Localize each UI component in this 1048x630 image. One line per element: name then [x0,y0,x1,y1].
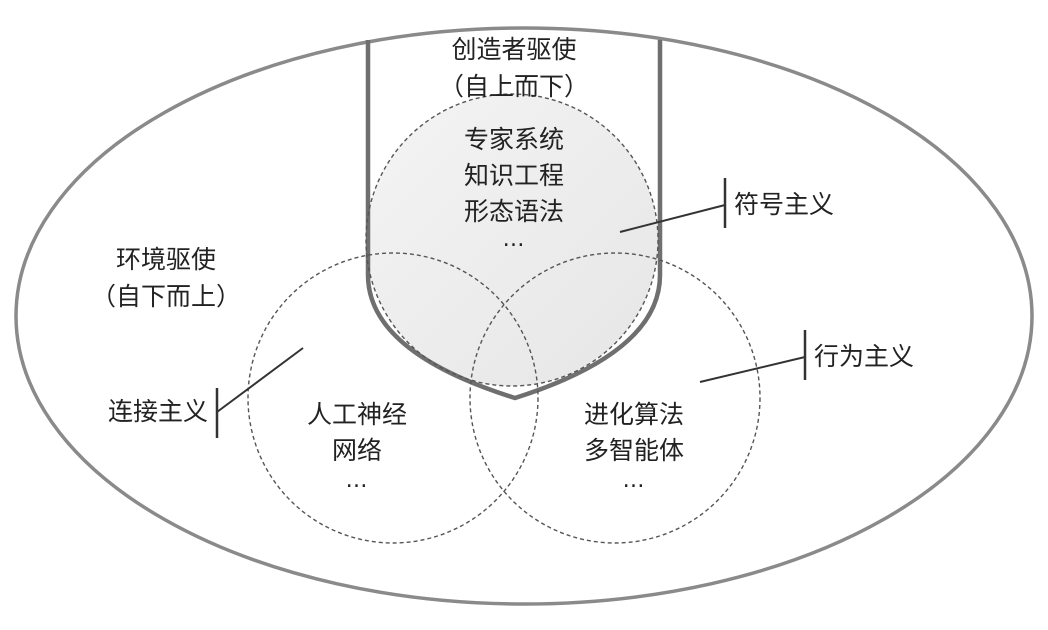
connectionism-item: 网络 [332,436,382,465]
behaviorism-ellipsis: … [623,468,646,493]
connectionism-leader [215,347,304,438]
top-region-title: 创造者驱使 [451,35,576,64]
behaviorism-label: 行为主义 [814,342,914,371]
behaviorism-leader [699,330,807,383]
top-region-subtitle: （自上而下） [439,72,589,101]
connectionism-item: 人工神经 [307,400,407,429]
behaviorism-item: 多智能体 [584,436,684,465]
symbolism-shade [368,94,658,386]
connectionism-ellipsis: … [346,468,369,493]
left-region-subtitle: （自下而上） [91,282,241,311]
connectionism-circle [247,252,539,544]
behaviorism-circle [469,252,761,544]
symbolism-label: 符号主义 [734,190,834,219]
behaviorism-item: 进化算法 [584,400,684,429]
connectionism-label: 连接主义 [108,397,208,426]
left-region-title: 环境驱使 [116,245,216,274]
outer-ellipse [14,26,1034,606]
symbolism-item: 形态语法 [464,197,564,226]
top-down-region-outline [365,40,663,401]
symbolism-ellipsis: … [503,227,526,252]
symbolism-item: 知识工程 [464,161,564,190]
symbolism-circle [365,93,659,387]
symbolism-leader [619,178,727,233]
symbolism-item: 专家系统 [464,125,564,154]
